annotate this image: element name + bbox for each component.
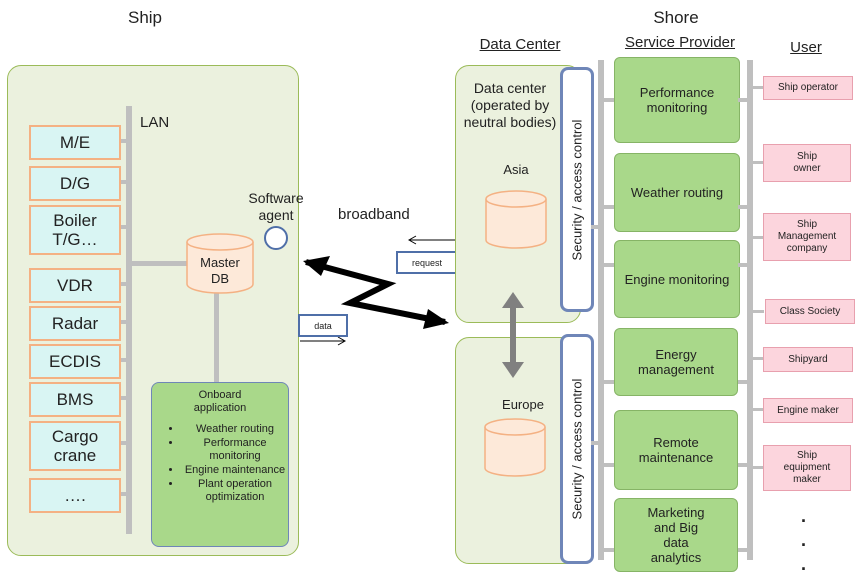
lan-label: LAN — [140, 114, 170, 131]
connector — [132, 261, 188, 266]
user-engine-maker: Engine maker — [763, 398, 853, 423]
connector — [214, 292, 219, 384]
data-label: data — [298, 314, 348, 337]
service-energy-management: Energy management — [614, 328, 738, 396]
broadband-label: broadband — [338, 206, 410, 223]
connector — [591, 441, 601, 445]
more-users-dot: . — [801, 554, 807, 574]
database-asia-icon — [485, 190, 547, 249]
connector — [738, 380, 748, 384]
connector — [118, 180, 128, 184]
onboard-app-item: Performance monitoring — [182, 437, 288, 463]
connector — [738, 463, 748, 467]
security-label: Security / access control — [569, 119, 585, 260]
ship-heading: Ship — [127, 8, 163, 27]
shore-heading: Shore — [653, 8, 699, 27]
data-center-heading: Data Center — [479, 36, 561, 53]
device-bms: BMS — [29, 382, 121, 417]
connector — [738, 548, 748, 552]
sync-double-arrow — [502, 292, 524, 378]
user-bus — [747, 60, 753, 560]
data-center-description: Data center (operated by neutral bodies) — [463, 80, 557, 130]
device-dg: D/G — [29, 166, 121, 201]
connector — [738, 205, 748, 209]
lan-bus — [126, 106, 132, 534]
connector — [603, 205, 615, 209]
connector — [118, 396, 128, 400]
device-radar: Radar — [29, 306, 121, 341]
connector — [603, 263, 615, 267]
user-class-society: Class Society — [765, 299, 855, 324]
device-me: M/E — [29, 125, 121, 160]
service-remote-maintenance: Remote maintenance — [614, 410, 738, 490]
connector — [752, 357, 764, 360]
connector — [752, 408, 764, 411]
service-engine-monitoring: Engine monitoring — [614, 240, 740, 318]
connector — [752, 466, 764, 469]
security-label: Security / access control — [569, 378, 585, 520]
connector — [603, 463, 615, 467]
connector — [591, 225, 601, 229]
device-ecdis: ECDIS — [29, 344, 121, 379]
onboard-app-title: Onboard application — [193, 389, 247, 414]
database-europe-icon — [484, 418, 546, 477]
connector — [752, 161, 764, 164]
connector — [118, 139, 128, 143]
user-ship-management-company: Ship Management company — [763, 213, 851, 261]
device-boiler: Boiler T/G… — [29, 205, 121, 255]
onboard-application: Onboard application Weather routing Perf… — [151, 382, 289, 547]
connector — [752, 236, 764, 239]
more-users-dot: . — [801, 506, 807, 526]
device-cargo-crane: Cargo crane — [29, 421, 121, 471]
database-icon — [186, 233, 254, 294]
device-vdr: VDR — [29, 268, 121, 303]
service-marketing-big-data: Marketing and Big data analytics — [614, 498, 738, 572]
security-access-control-asia: Security / access control — [560, 67, 594, 312]
device-more: …. — [29, 478, 121, 513]
asia-label: Asia — [503, 162, 529, 177]
connector — [752, 86, 764, 89]
connector — [118, 282, 128, 286]
service-performance-monitoring: Performance monitoring — [614, 57, 740, 143]
user-shipyard: Shipyard — [763, 347, 853, 372]
onboard-app-item: Plant operation optimization — [182, 478, 288, 504]
security-access-control-europe: Security / access control — [560, 334, 594, 564]
master-db: Master DB — [186, 233, 254, 295]
user-ship-equipment-maker: Ship equipment maker — [763, 445, 851, 491]
connector — [752, 310, 764, 313]
request-label: request — [396, 251, 458, 274]
onboard-app-item: Weather routing — [182, 423, 288, 436]
user-ship-operator: Ship operator — [763, 76, 853, 100]
connector — [118, 320, 128, 324]
software-agent-icon — [264, 226, 288, 250]
connector — [738, 263, 748, 267]
user-heading: User — [790, 39, 822, 56]
connector — [118, 225, 128, 229]
user-ship-owner: Ship owner — [763, 144, 851, 182]
connector — [603, 548, 615, 552]
software-agent-label: Software agent — [248, 190, 304, 223]
service-weather-routing: Weather routing — [614, 153, 740, 232]
connector — [603, 98, 615, 102]
europe-label: Europe — [502, 397, 544, 412]
connector — [738, 98, 748, 102]
service-provider-heading: Service Provider — [624, 34, 736, 51]
connector — [118, 358, 128, 362]
connector — [603, 380, 615, 384]
more-users-dot: . — [801, 530, 807, 550]
connector — [118, 441, 128, 445]
service-bus — [598, 60, 604, 560]
onboard-app-item: Engine maintenance — [182, 464, 288, 477]
master-db-label: Master DB — [200, 255, 240, 286]
connector — [118, 492, 128, 496]
